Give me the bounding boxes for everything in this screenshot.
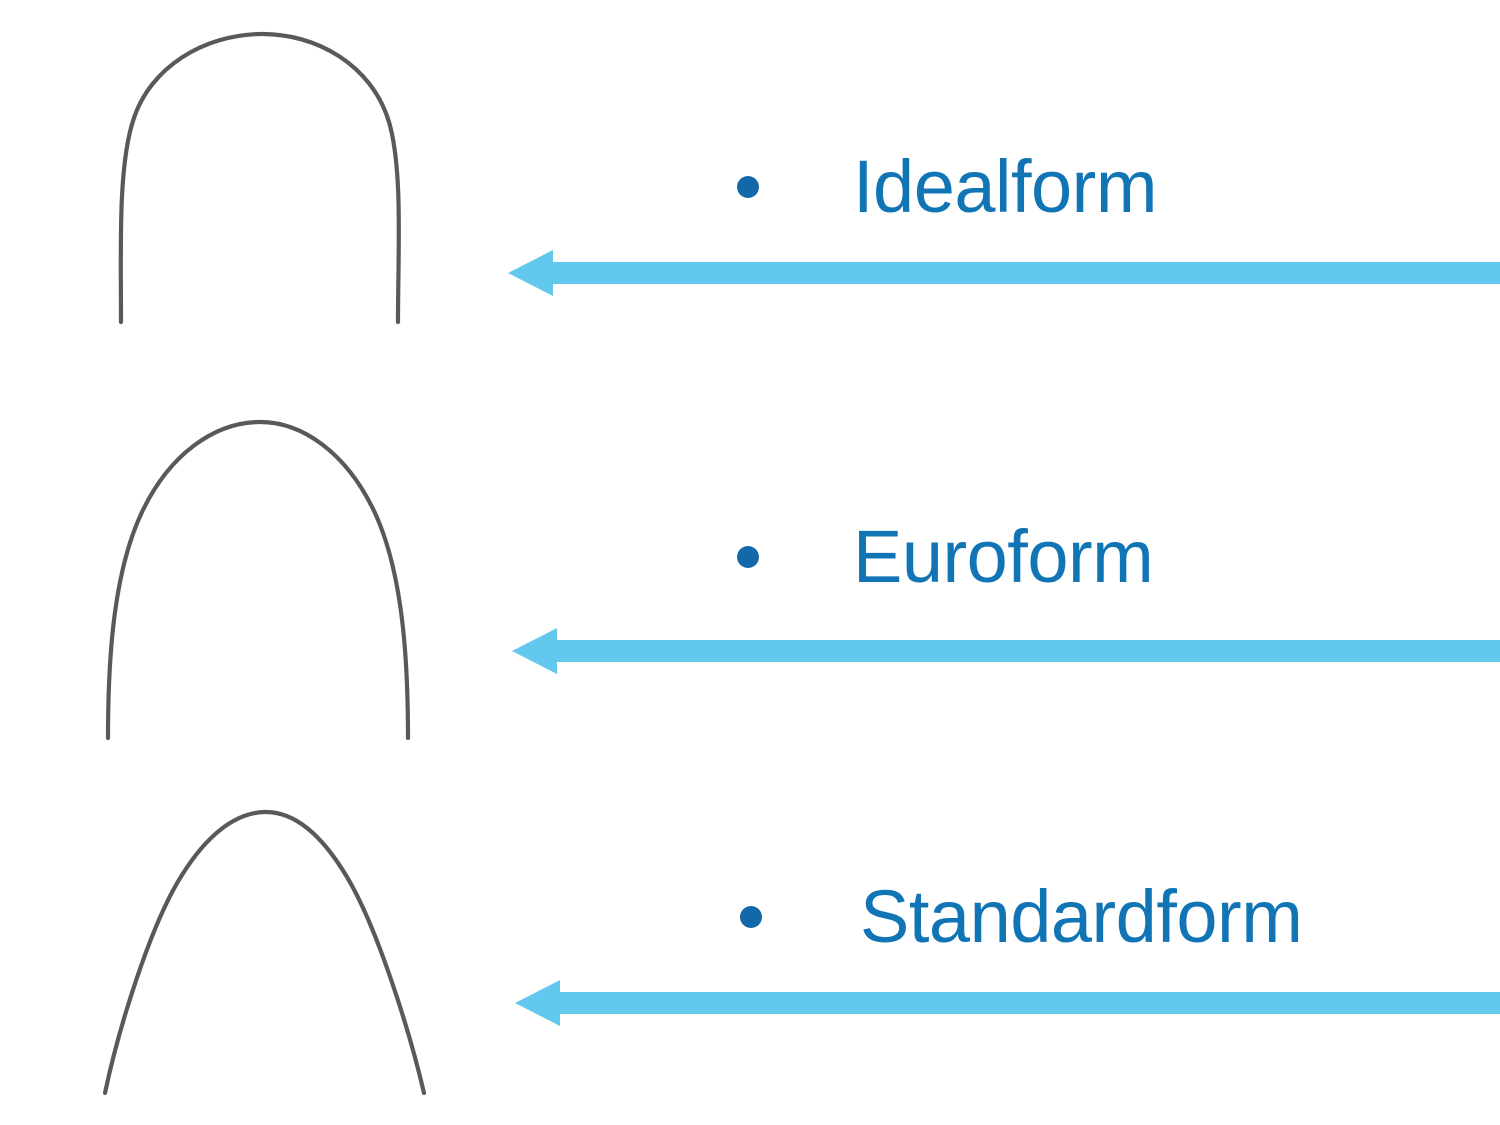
bullet-item-standardform[interactable]: Standardform <box>740 875 1303 958</box>
bullet-item-euroform[interactable]: Euroform <box>737 515 1154 598</box>
archform-diagram-euroform <box>0 405 500 745</box>
rounded-u-archform-icon <box>118 31 401 325</box>
arrow-left-icon <box>508 250 1500 296</box>
archform-diagram-idealform <box>0 18 500 338</box>
bullet-dot-icon <box>740 905 762 928</box>
arrow-row-euroform <box>505 623 1500 679</box>
archform-diagram-standardform <box>0 785 500 1100</box>
bullet-dot-icon <box>737 175 759 198</box>
bullet-label-standardform: Standardform <box>860 875 1303 958</box>
bullet-dot-icon <box>737 545 759 568</box>
bullet-label-euroform: Euroform <box>853 515 1154 598</box>
tapered-archform-icon <box>102 809 427 1096</box>
arrow-row-standardform <box>505 975 1500 1031</box>
arrow-left-icon <box>515 980 1500 1026</box>
bullet-item-idealform[interactable]: Idealform <box>737 148 1157 226</box>
arrow-row-idealform <box>505 245 1500 301</box>
arrow-left-icon <box>512 628 1500 674</box>
ovoid-archform-icon <box>105 419 411 741</box>
bullet-label-idealform: Idealform <box>853 145 1157 228</box>
